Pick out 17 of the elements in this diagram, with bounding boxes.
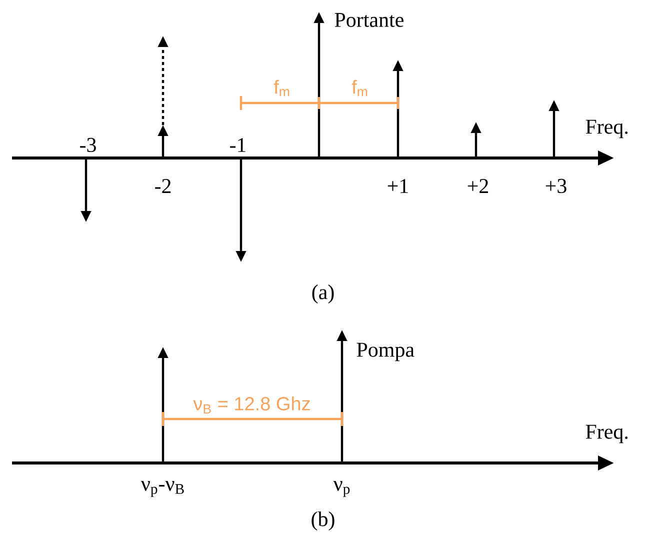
axis-label: Freq. [586, 120, 628, 138]
panel-label: (b) [312, 511, 334, 530]
line-label: Pompa [356, 342, 414, 362]
tick-label: +1 [388, 179, 408, 193]
tick-label: -2 [155, 179, 171, 193]
tick-label: ν$_{p}$-ν$_{B}$ [140, 481, 184, 497]
spacing-label: ν$_{B}$ = 12.8 Ghz [193, 396, 310, 414]
tick-label: +2 [468, 179, 488, 193]
tick-label: -3 [80, 138, 96, 152]
panel-label: (a) [312, 284, 334, 304]
axis-label: Freq. [586, 424, 628, 444]
tick-label: +3 [546, 178, 566, 194]
spacing-label: f$_{m}$ [274, 80, 290, 96]
line-label: Portante [334, 13, 404, 27]
spacing-label: f$_{m}$ [352, 80, 368, 96]
tick-label: -1 [230, 138, 246, 152]
tick-label: ν$_{p}$ [333, 481, 350, 497]
